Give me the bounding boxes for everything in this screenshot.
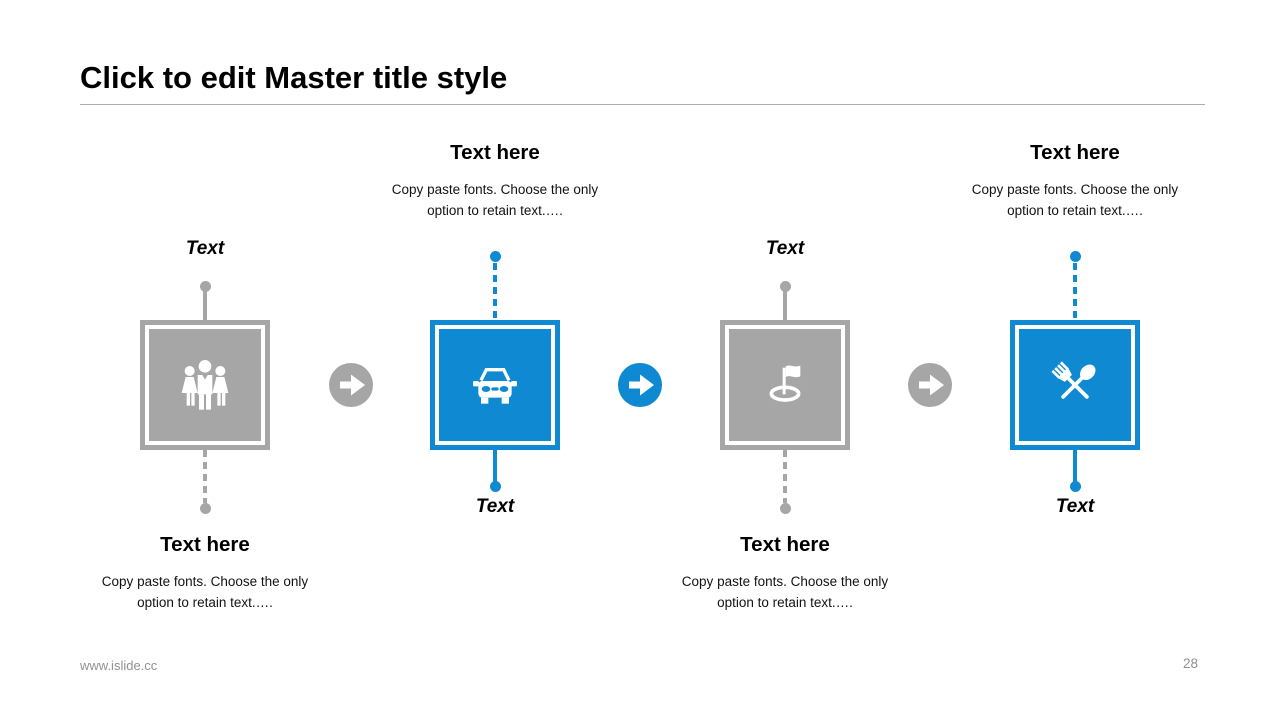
connector-dot [489, 251, 501, 262]
step-heading[interactable]: Text here [160, 533, 250, 556]
connector-line-dashed [1073, 263, 1077, 320]
connector-dot [199, 281, 211, 292]
slide-title[interactable]: Click to edit Master title style [80, 60, 508, 95]
step-shape-flag[interactable] [720, 320, 850, 450]
connector-line-solid [783, 291, 787, 321]
step-column-4: Text here Copy paste fonts. Choose the o… [940, 0, 1210, 720]
connector-dot [779, 503, 791, 514]
connector-line-solid [203, 291, 207, 321]
car-icon [463, 353, 527, 417]
connector-dot [1069, 251, 1081, 262]
step-column-3: Text Text here Copy paste fonts. Choose … [650, 0, 920, 720]
step-heading[interactable]: Text here [740, 533, 830, 556]
connector-line-solid [493, 450, 497, 483]
step-label[interactable]: Text [185, 238, 225, 259]
title-divider [80, 104, 1205, 105]
step-description[interactable]: Copy paste fonts. Choose the only option… [391, 182, 599, 219]
people-group-icon [173, 353, 237, 417]
connector-dot [1069, 481, 1081, 492]
connector-dot [779, 281, 791, 292]
flag-marker-icon [753, 353, 817, 417]
step-description[interactable]: Copy paste fonts. Choose the only option… [101, 574, 309, 611]
connector-dot [489, 481, 501, 492]
arrow-right-icon[interactable] [329, 363, 373, 407]
connector-dot [199, 503, 211, 514]
step-description[interactable]: Copy paste fonts. Choose the only option… [971, 182, 1179, 219]
step-shape-car[interactable] [430, 320, 560, 450]
page-number: 28 [1182, 656, 1198, 671]
connector-line-dashed [203, 450, 207, 503]
arrow-right-icon[interactable] [908, 363, 952, 407]
step-description[interactable]: Copy paste fonts. Choose the only option… [681, 574, 889, 611]
step-heading[interactable]: Text here [450, 141, 540, 164]
connector-line-solid [1073, 450, 1077, 483]
arrow-right-icon[interactable] [618, 363, 662, 407]
step-heading[interactable]: Text here [1030, 141, 1120, 164]
step-column-2: Text here Copy paste fonts. Choose the o… [360, 0, 630, 720]
step-column-1: Text [70, 0, 340, 720]
step-shape-people[interactable] [140, 320, 270, 450]
fork-spoon-icon [1043, 353, 1107, 417]
footer-website-link[interactable]: www.islide.cc [80, 658, 158, 673]
connector-line-dashed [783, 450, 787, 503]
step-label[interactable]: Text [765, 238, 805, 259]
step-label[interactable]: Text [475, 496, 515, 517]
connector-line-dashed [493, 263, 497, 320]
step-shape-restaurant[interactable] [1010, 320, 1140, 450]
step-label[interactable]: Text [1055, 496, 1095, 517]
